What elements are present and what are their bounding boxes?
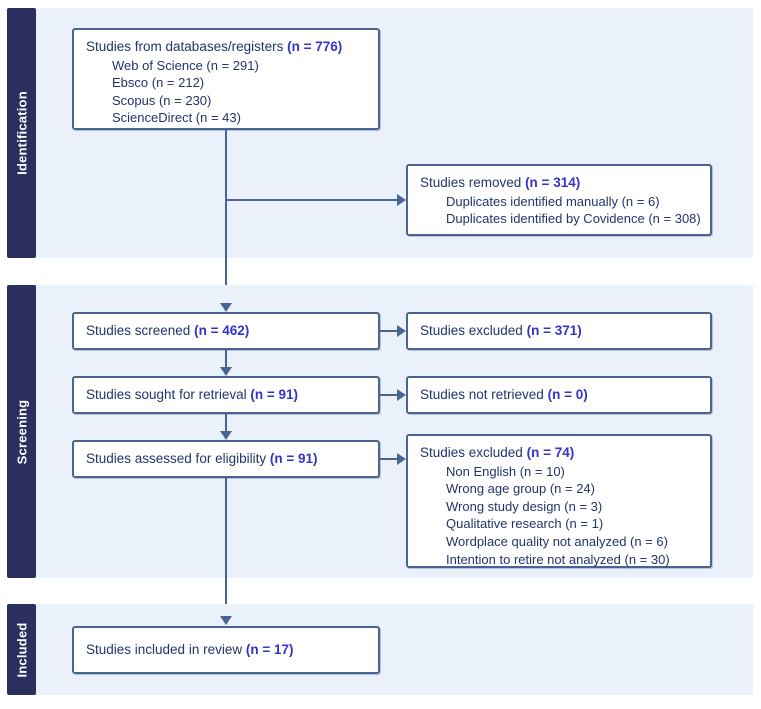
stage-tab-included: Included [7, 604, 36, 695]
box-studies-not-retrieved-title: Studies not retrieved (n = 0) [420, 386, 588, 404]
box-studies-excluded-screening-content: Studies excluded (n = 371) [408, 314, 710, 348]
list-item: Wordplace quality not analyzed (n = 6) [446, 534, 668, 549]
list-item: Duplicates identified by Covidence (n = … [446, 211, 701, 227]
not-retrieved-title-text: Studies not retrieved [420, 387, 548, 403]
stage-tab-identification: Identification [7, 8, 36, 258]
connector-sought-to-assessed [225, 414, 227, 433]
excluded-screening-count: (n = 371) [526, 323, 582, 339]
box-studies-assessed-for-eligibility: Studies assessed for eligibility (n = 91… [72, 440, 380, 478]
box-studies-from-databases-title: Studies from databases/registers (n = 77… [86, 38, 368, 56]
excluded-eligibility-count: (n = 74) [526, 445, 575, 460]
arrowhead-to-studies-screened [220, 303, 232, 312]
assessed-title-text: Studies assessed for eligibility [86, 451, 270, 467]
databases-count: (n = 776) [287, 39, 343, 54]
screened-title-text: Studies screened [86, 323, 195, 339]
box-studies-excluded-screening: Studies excluded (n = 371) [406, 312, 712, 350]
list-item: Wrong age group (n = 24) [446, 481, 595, 497]
box-studies-removed-content: Studies removed (n = 314) Duplicates ide… [408, 166, 710, 236]
connector-databases-trunk [225, 130, 227, 312]
databases-title-text: Studies from databases/registers [86, 39, 288, 54]
connector-assessed-to-included [225, 478, 227, 618]
connector-assessed-to-excluded [380, 458, 399, 460]
included-count: (n = 17) [245, 642, 294, 658]
connector-screened-to-sought [225, 350, 227, 369]
stage-tab-screening: Screening [7, 285, 36, 578]
stage-tab-label-identification: Identification [14, 91, 29, 175]
box-studies-assessed-title: Studies assessed for eligibility (n = 91… [86, 450, 317, 468]
included-title-text: Studies included in review [86, 642, 246, 658]
box-studies-screened-title: Studies screened (n = 462) [86, 322, 249, 340]
excluded-screening-title-text: Studies excluded [420, 323, 527, 339]
box-studies-from-databases: Studies from databases/registers (n = 77… [72, 28, 380, 130]
box-studies-included-in-review: Studies included in review (n = 17) [72, 626, 380, 674]
box-studies-excluded-screening-title: Studies excluded (n = 371) [420, 322, 582, 340]
list-item: Ebsco (n = 212) [112, 75, 205, 91]
box-studies-excluded-eligibility-title: Studies excluded (n = 74) [420, 444, 700, 462]
sought-count: (n = 91) [250, 387, 298, 403]
databases-source-list: Web of Science (n = 291) Ebsco (n = 212)… [86, 57, 368, 127]
list-item: Intention to retire not analyzed (n = 30… [446, 551, 670, 567]
screened-count: (n = 462) [194, 323, 250, 339]
excluded-eligibility-title-text: Studies excluded [420, 445, 527, 460]
box-studies-excluded-eligibility-content: Studies excluded (n = 74) Non English (n… [408, 436, 710, 576]
list-item: Wrong study design (n = 3) [446, 498, 603, 514]
list-item: Non English (n = 10) [446, 463, 565, 479]
connector-databases-to-removed [225, 199, 399, 201]
arrowhead-assessed-to-excluded [397, 453, 406, 465]
list-item: Duplicates identified manually (n = 6) [446, 193, 660, 209]
stage-tab-label-screening: Screening [14, 399, 29, 464]
removed-title-text: Studies removed [420, 175, 526, 190]
arrowhead-screened-to-excluded [397, 325, 406, 337]
box-studies-removed-title: Studies removed (n = 314) [420, 174, 700, 192]
sought-title-text: Studies sought for retrieval [86, 387, 251, 403]
arrowhead-to-studies-sought [220, 367, 232, 376]
box-studies-sought-for-retrieval: Studies sought for retrieval (n = 91) [72, 376, 380, 414]
list-item: Scopus (n = 230) [112, 92, 212, 108]
box-studies-not-retrieved-content: Studies not retrieved (n = 0) [408, 378, 710, 412]
box-studies-included-title: Studies included in review (n = 17) [86, 641, 293, 659]
list-item: Qualitative research (n = 1) [446, 516, 604, 532]
box-studies-removed: Studies removed (n = 314) Duplicates ide… [406, 164, 712, 236]
list-item: ScienceDirect (n = 43) [112, 110, 241, 126]
box-studies-not-retrieved: Studies not retrieved (n = 0) [406, 376, 712, 414]
not-retrieved-count: (n = 0) [547, 387, 588, 403]
arrowhead-databases-to-removed [397, 194, 406, 206]
connector-screened-to-excluded [380, 330, 399, 332]
stage-tab-label-included: Included [14, 621, 29, 678]
box-studies-excluded-eligibility: Studies excluded (n = 74) Non English (n… [406, 434, 712, 568]
box-studies-screened: Studies screened (n = 462) [72, 312, 380, 350]
assessed-count: (n = 91) [269, 451, 318, 467]
arrowhead-to-studies-included [220, 616, 232, 625]
excluded-eligibility-reason-list: Non English (n = 10) Wrong age group (n … [420, 463, 700, 568]
box-studies-included-content: Studies included in review (n = 17) [74, 628, 378, 672]
box-studies-assessed-content: Studies assessed for eligibility (n = 91… [74, 442, 378, 476]
arrowhead-to-studies-assessed [220, 431, 232, 440]
arrowhead-sought-to-not-retrieved [397, 389, 406, 401]
removed-reason-list: Duplicates identified manually (n = 6) D… [420, 193, 701, 228]
list-item: Web of Science (n = 291) [112, 57, 259, 73]
box-studies-sought-content: Studies sought for retrieval (n = 91) [74, 378, 378, 412]
box-studies-screened-content: Studies screened (n = 462) [74, 314, 378, 348]
removed-count: (n = 314) [525, 175, 581, 190]
box-studies-from-databases-content: Studies from databases/registers (n = 77… [74, 30, 378, 135]
box-studies-sought-title: Studies sought for retrieval (n = 91) [86, 386, 298, 404]
connector-sought-to-not-retrieved [380, 394, 399, 396]
